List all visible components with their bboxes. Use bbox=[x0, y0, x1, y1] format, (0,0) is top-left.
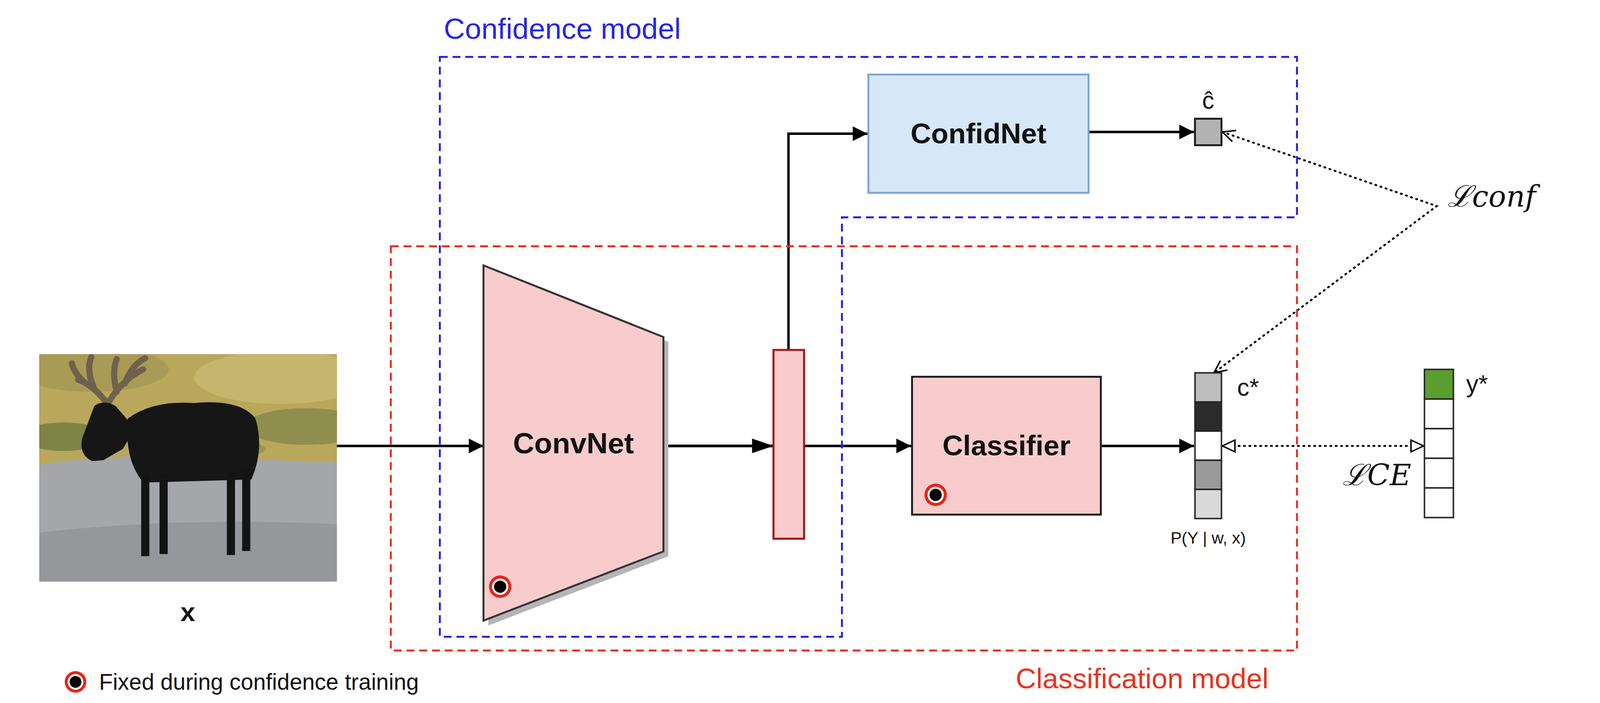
legend-text: Fixed during confidence training bbox=[99, 668, 419, 695]
confidence-score-cell-outline bbox=[1193, 117, 1223, 147]
moose-photo bbox=[39, 354, 337, 582]
loss-label: ℒconf bbox=[1447, 179, 1537, 214]
score-label: ĉ bbox=[1202, 86, 1215, 116]
input-label: x bbox=[180, 596, 196, 627]
flow-arrow bbox=[1101, 444, 1194, 448]
classification-model-region: Classification modelConvNetClassifierc*P… bbox=[389, 245, 1298, 652]
region-title: Confidence model bbox=[443, 11, 682, 46]
confidnet-box: ConfidNet bbox=[867, 73, 1090, 194]
target-vector-outline bbox=[1423, 369, 1455, 518]
classifier-box: Classifier bbox=[911, 375, 1102, 516]
output-vector-outline bbox=[1193, 372, 1223, 519]
region-title: Classification model bbox=[1015, 661, 1269, 695]
input-image-outline bbox=[38, 354, 337, 582]
loss-connector bbox=[1214, 131, 1437, 373]
flow-arrow bbox=[663, 133, 868, 447]
flow-arrow bbox=[336, 444, 484, 448]
flow-arrow bbox=[1089, 130, 1194, 134]
legend-symbol bbox=[63, 669, 88, 694]
input-image: x bbox=[38, 354, 337, 582]
target-vector: y* bbox=[1423, 369, 1455, 518]
convnet-block: ConvNet bbox=[483, 265, 664, 621]
vector-label: y* bbox=[1466, 370, 1488, 399]
loss-connector bbox=[1222, 444, 1424, 447]
box-label: ConfidNet bbox=[910, 117, 1047, 151]
probability-label: P(Y | w, x) bbox=[1170, 528, 1246, 548]
loss-label: ℒCE bbox=[1342, 457, 1412, 492]
box-label: Classifier bbox=[942, 429, 1071, 462]
output-vector: c*P(Y | w, x) bbox=[1193, 372, 1223, 519]
vector-label: c* bbox=[1237, 373, 1259, 403]
box-label: ConvNet bbox=[512, 426, 635, 460]
confidence-score-cell: ĉ bbox=[1193, 117, 1223, 147]
legend-entry: Fixed during confidence training bbox=[63, 668, 419, 695]
arrow-head bbox=[752, 438, 774, 454]
feature-vector bbox=[773, 349, 804, 539]
